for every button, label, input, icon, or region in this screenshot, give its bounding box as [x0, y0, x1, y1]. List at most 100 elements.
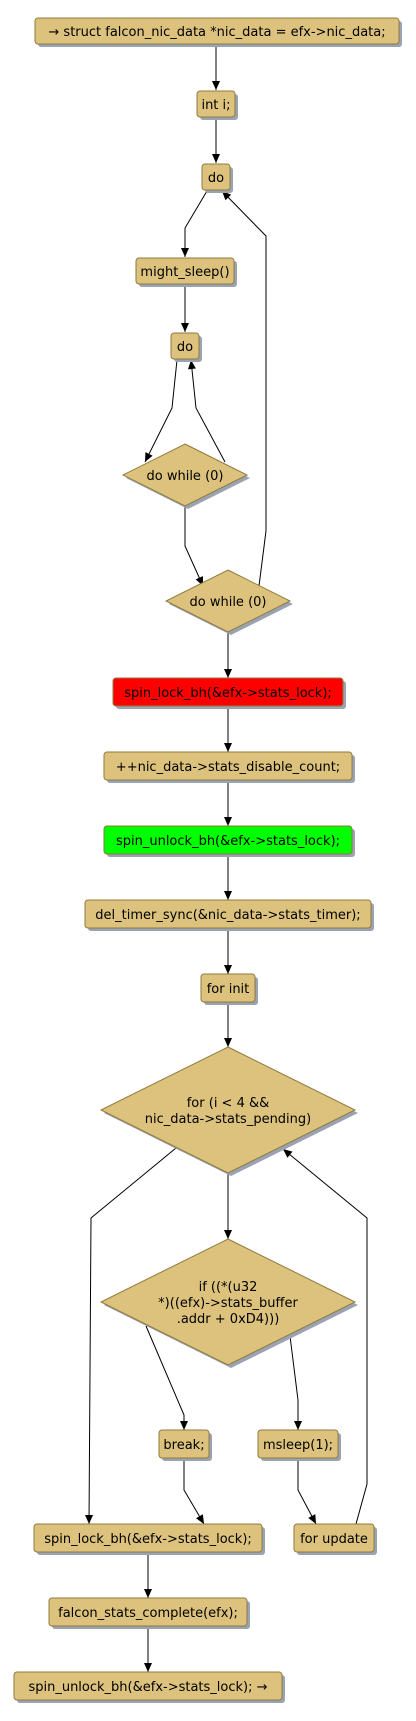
node-label-line: spin_unlock_bh(&efx->stats_lock); → [28, 1680, 267, 1695]
node-label-line: do while (0) [147, 469, 224, 484]
edge-n9-n10 [224, 780, 232, 826]
node-box [158, 1429, 210, 1459]
edge-line [88, 1147, 177, 1525]
node-label: for update [300, 1532, 368, 1547]
edge-n6-n5 [187, 359, 226, 463]
node-label: do while (0) [190, 595, 267, 610]
node-diamond [99, 1238, 357, 1366]
edge-n16-n17 [297, 1458, 317, 1525]
edges [85, 45, 368, 1672]
arrowhead [195, 1514, 204, 1524]
node-label-line: falcon_stats_complete(efx); [58, 1606, 238, 1621]
node-label-line: for init [207, 982, 250, 997]
node-spin-unlock-2: spin_unlock_bh(&efx->stats_lock); → [13, 1671, 285, 1703]
arrowhead [181, 323, 189, 332]
node-label-line: nic_data->stats_pending) [145, 1112, 312, 1127]
node-label-line: int i; [201, 98, 230, 113]
edge-n7-n8 [224, 632, 232, 678]
node-label: might_sleep() [140, 265, 229, 280]
edge-n4-n5 [181, 285, 189, 332]
node-box [103, 825, 353, 855]
node-label-line: do [177, 340, 193, 355]
node-box [170, 332, 200, 360]
node-msleep: msleep(1); [257, 1429, 341, 1461]
node-box [201, 163, 231, 191]
node-label: spin_lock_bh(&efx->stats_lock); [124, 686, 332, 701]
edge-line [183, 1458, 205, 1525]
node-stats-disable-count: ++nic_data->stats_disable_count; [103, 751, 355, 783]
node-diamond [164, 569, 292, 633]
arrowhead [212, 81, 220, 90]
edge-line [184, 506, 204, 587]
edge-n7-n3 [221, 190, 267, 587]
arrowhead [181, 248, 189, 257]
arrowhead [224, 817, 232, 826]
node-label: do while (0) [147, 469, 224, 484]
node-falcon-stats-complete: falcon_stats_complete(efx); [48, 1597, 250, 1629]
node-spin-unlock-1: spin_unlock_bh(&efx->stats_lock); [103, 825, 355, 857]
node-label: do [208, 171, 224, 186]
node-box [84, 899, 372, 929]
node-label-line: msleep(1); [263, 1438, 333, 1453]
edge-n12-n13 [224, 1002, 232, 1047]
arrowhead [145, 452, 153, 462]
node-do-while-outer: do while (0) [164, 569, 293, 635]
edge-n19-n20 [144, 1626, 152, 1672]
node-label: for (i < 4 &&nic_data->stats_pending) [145, 1096, 312, 1127]
node-label-line: spin_lock_bh(&efx->stats_lock); [44, 1532, 252, 1547]
node-diamond [99, 1046, 357, 1174]
node-label-line: del_timer_sync(&nic_data->stats_timer); [95, 908, 360, 923]
node-label: break; [163, 1438, 204, 1453]
node-label: spin_unlock_bh(&efx->stats_lock); → [28, 1680, 267, 1695]
edge-line [221, 190, 267, 587]
node-label-line: do while (0) [190, 595, 267, 610]
node-box [33, 1523, 263, 1553]
node-box [34, 17, 400, 45]
arrowhead [180, 1421, 188, 1430]
node-label-line: break; [163, 1438, 204, 1453]
node-label-line: for update [300, 1532, 368, 1547]
edge-n13-n18 [85, 1147, 177, 1525]
arrowhead [224, 1230, 232, 1239]
edge-line [144, 359, 178, 463]
arrowhead [224, 1038, 232, 1047]
arrowhead [224, 743, 232, 752]
node-label: msleep(1); [263, 1438, 333, 1453]
node-label: spin_lock_bh(&efx->stats_lock); [44, 1532, 252, 1547]
edge-line [297, 1458, 317, 1525]
arrowhead [144, 1589, 152, 1598]
edge-n13-n14 [224, 1173, 232, 1239]
arrowhead [224, 669, 232, 678]
node-spin-lock-2: spin_lock_bh(&efx->stats_lock); [33, 1523, 265, 1555]
node-label-line: *)((efx)->stats_buffer [158, 1296, 298, 1311]
node-box [48, 1597, 248, 1627]
edge-n11-n12 [224, 928, 232, 974]
edge-line [190, 359, 226, 463]
node-label-line: do [208, 171, 224, 186]
node-box [103, 751, 353, 781]
node-label: int i; [201, 98, 230, 113]
node-box [257, 1429, 339, 1459]
node-del-timer-sync: del_timer_sync(&nic_data->stats_timer); [84, 899, 374, 931]
arrowhead [308, 1514, 316, 1524]
edge-n17-n13 [282, 1148, 368, 1525]
edge-n6-n7 [184, 506, 204, 587]
node-might-sleep: might_sleep() [135, 257, 237, 287]
arrowhead [187, 360, 196, 370]
edge-n18-n19 [144, 1552, 152, 1598]
node-if-stats-buffer: if ((*(u32*)((efx)->stats_buffer.addr + … [99, 1238, 358, 1368]
node-for-update: for update [293, 1523, 377, 1555]
arrowhead [144, 1663, 152, 1672]
arrowhead [224, 891, 232, 900]
node-nic-data-decl: → struct falcon_nic_data *nic_data = efx… [34, 17, 402, 47]
node-spin-lock-1: spin_lock_bh(&efx->stats_lock); [112, 677, 346, 709]
edge-n15-n18 [183, 1458, 205, 1525]
node-label-line: .addr + 0xD4))) [177, 1312, 280, 1327]
node-int-i: int i; [196, 90, 238, 120]
node-box [200, 973, 256, 1003]
node-box [13, 1671, 283, 1701]
node-label-line: spin_unlock_bh(&efx->stats_lock); [116, 834, 340, 849]
edge-n2-n3 [212, 118, 220, 163]
edge-n8-n9 [224, 706, 232, 752]
